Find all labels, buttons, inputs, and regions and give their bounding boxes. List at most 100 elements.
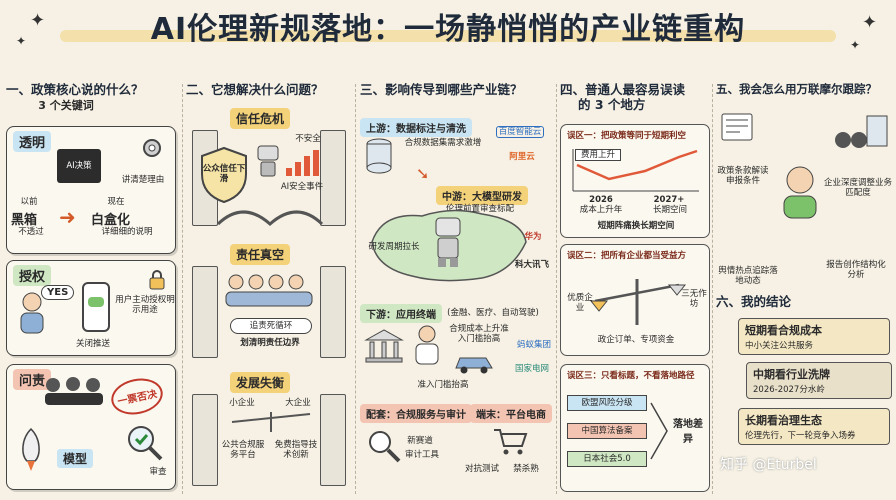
column-industry: 三、影响传导到哪些产业链？ 上游：数据标注与清洗 合规数据集需求激增 百度智能云… (360, 82, 554, 494)
pillar-right (320, 394, 346, 486)
upstream-note: 合规数据集需求激增 (404, 138, 482, 148)
year-2026: 2026 (589, 195, 613, 205)
no-price-discrimination-text: 禁杀熟 (513, 464, 539, 474)
zone2-note: 政企订单、专项资金 (597, 335, 675, 345)
gear-icon (143, 139, 161, 157)
newspaper-icon (721, 113, 753, 141)
blackbox-label: AI决策 (66, 161, 92, 171)
conclusion-long-term: 长期看治理生态 伦理先行，下一轮竞争入场券 (738, 408, 890, 445)
loop-text: 追责死循环 (230, 318, 312, 334)
pillar-right (320, 130, 346, 226)
veto-stamp: 一票否决 (107, 373, 167, 420)
binoculars-icon (835, 132, 867, 148)
people-group-icon (45, 377, 103, 405)
three-no-workshop-text: 三无作坊 (681, 289, 707, 309)
conclusion-short-term: 短期看合规成本 中小关注公共服务 (738, 318, 890, 355)
downstream-label: 下游：应用终端 (360, 304, 442, 323)
col2-heading: 二、它想解决什么问题？ (186, 82, 324, 97)
midstream-label: 中游：大模型研发 (436, 186, 528, 205)
review-text: 审查 (149, 467, 167, 477)
close-push-text: 关闭推送 (75, 339, 110, 349)
robot-icon (257, 145, 279, 177)
column-tracking: 五、我会怎么用万联摩尔跟踪？ 政策条款解读申报条件 企业深度调整业务匹配度 舆情… (716, 82, 892, 494)
col4-heading: 四、普通人最容易误读 (560, 82, 686, 97)
keyword-label: 授权 (13, 265, 52, 286)
arrow-down-icon: ➘ (416, 164, 430, 183)
database-icon (366, 138, 392, 174)
section-title: 信任危机 (230, 108, 291, 129)
robot-icon (435, 217, 461, 267)
landing-gap-text: 落地差异 (673, 419, 703, 445)
conclusion-sub: 2026-2027分水岭 (753, 385, 825, 395)
keyword-authorize-card: 授权 YES 用户主动授权明示用途 关闭推送 (6, 260, 176, 356)
baidu-logo-text: 百度智能云 (496, 126, 544, 138)
upstream-label: 上游：数据标注与清洗 (360, 118, 472, 137)
cost-rise-label: 费用上升 (575, 149, 621, 161)
year-2027: 2027+ (653, 195, 685, 205)
audit-tool-text: 审计工具 (404, 450, 439, 460)
keyword-accountability-card: 问责 一票否决 模型 审查 (6, 364, 176, 490)
small-company-text: 小企业 (229, 398, 255, 408)
keyword-transparency-card: 透明 AI决策 讲清楚理由 以前 黑箱 不透过 ➜ 现在 白盒化 详细细的说明 (6, 126, 176, 254)
huawei-logo-text: 华为 (524, 232, 542, 242)
platform-text: 公共合规服务平台 (221, 440, 265, 460)
large-company-text: 大企业 (285, 398, 311, 408)
downstream-detail: (金融、医疗、自动驾驶) (447, 308, 539, 318)
keyword-label: 问责 (13, 369, 52, 390)
balance-scale-icon (589, 279, 687, 325)
conclusion-heading: 六、我的结论 (716, 294, 792, 309)
zone-title: 误区二：把所有企业都当受益方 (567, 251, 687, 261)
phone-icon (82, 282, 110, 332)
new-track-text: 新赛道 (407, 436, 433, 446)
blackbox-icon (57, 149, 101, 183)
track-sentiment-text: 舆情热点追踪落地动态 (718, 266, 778, 286)
conclusion-mid-term: 中期看行业洗牌 2026-2027分水岭 (746, 362, 892, 399)
section-title: 责任真空 (230, 244, 291, 265)
magnifier-icon (369, 431, 401, 463)
cart-icon (494, 429, 528, 455)
quality-enterprise-text: 优质企业 (567, 293, 593, 313)
zone1-note: 短期阵痛换长期空间 (597, 221, 675, 231)
sparkle-icon: ✦ (16, 34, 27, 48)
misread-1-card: 误区一：把政策等同于短期利空 费用上升 2026 成本上升年 2027+ 长期空… (560, 124, 710, 238)
arrow-right-icon: ➜ (59, 205, 76, 229)
watermark: 知乎 @Eturbel (720, 457, 817, 473)
page-title: AI伦理新规落地：一场静悄悄的产业链重构 (0, 4, 896, 48)
japan-label: 日本社会5.0 (567, 451, 647, 467)
year-2026-note: 成本上升年 (579, 205, 623, 215)
responsibility-vacuum-section: 责任真空 追责死循环 划清明责任边界 (186, 242, 352, 366)
bridge-icon (216, 210, 324, 226)
state-grid-logo-text: 国家电网 (514, 364, 549, 374)
shield-text: 公众信任下滑 (202, 164, 246, 184)
track-report-text: 报告创作结构化分析 (826, 260, 886, 280)
iflytek-logo-text: 科大讯飞 (514, 260, 549, 270)
supporting-label: 配套：合规服务与审计 (360, 404, 472, 423)
now-note: 详细细的说明 (101, 227, 153, 237)
column-problems: 二、它想解决什么问题？ 信任危机 公众信任下滑 不安全 AI安全事件 责任真空 … (186, 82, 352, 494)
trust-crisis-section: 信任危机 公众信任下滑 不安全 AI安全事件 (186, 106, 352, 238)
midstream-note: 伦理前置审查标配 (445, 204, 514, 214)
section-title: 发展失衡 (230, 372, 291, 393)
conclusion-sub: 伦理先行，下一轮竞争入场券 (745, 431, 856, 441)
terminal-label: 端末：平台电商 (470, 404, 552, 423)
column-misreadings: 四、普通人最容易误读 的 3 个地方 误区一：把政策等同于短期利空 费用上升 2… (560, 82, 710, 494)
col5-heading: 五、我会怎么用万联摩尔跟踪？ (716, 82, 877, 96)
pillar-left (192, 266, 218, 358)
authorize-text: 用户主动授权明示用途 (115, 295, 175, 315)
trend-up-icon (286, 150, 319, 176)
eu-label: 欧盟风险分级 (567, 395, 647, 411)
sparkle-icon: ✦ (850, 38, 861, 52)
keyword-label: 透明 (13, 131, 52, 152)
conclusion-title: 长期看治理生态 (745, 414, 822, 427)
pillar-left (192, 394, 218, 486)
zone-title: 误区一：把政策等同于短期利空 (567, 131, 687, 141)
guide-text: 免费指导技术创新 (274, 440, 318, 460)
adversarial-test-text: 对抗测试 (464, 464, 499, 474)
china-label: 中国算法备案 (567, 423, 647, 439)
converge-arrow-icon (650, 402, 668, 460)
sparkle-icon: ✦ (30, 10, 46, 31)
car-icon (455, 357, 493, 374)
column-policy: 一、政策核心说的什么？ 3 个关键词 透明 AI决策 讲清楚理由 以前 黑箱 不… (6, 82, 178, 494)
zone-title: 误区三：只看标题，不看落地路径 (567, 371, 695, 381)
now-label: 现在 (107, 197, 125, 207)
